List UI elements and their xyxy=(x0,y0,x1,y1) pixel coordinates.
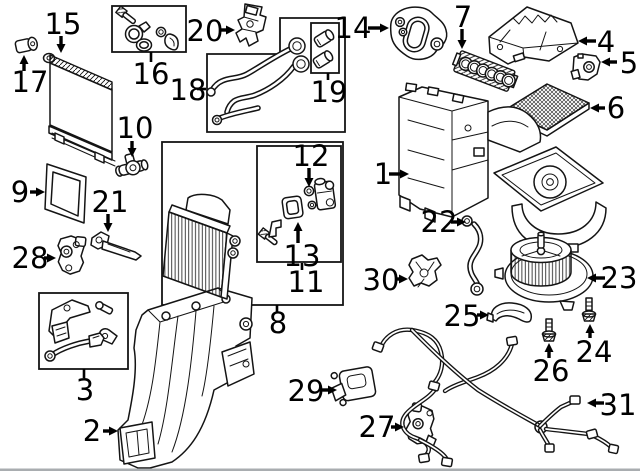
part-expansion-valve xyxy=(313,177,337,211)
callout-15[interactable]: 15 xyxy=(45,7,82,41)
callout-28[interactable]: 28 xyxy=(12,241,49,275)
box-19-fittings-frame xyxy=(310,22,340,74)
callout-7[interactable]: 7 xyxy=(454,0,472,34)
part-23-blower-motor xyxy=(494,231,594,311)
callout-20[interactable]: 20 xyxy=(187,14,224,48)
part-13-seal-plate xyxy=(281,195,304,220)
part-5-sensor-bracket xyxy=(570,53,601,81)
part-8-evaporator-core xyxy=(162,193,241,300)
callout-11[interactable]: 11 xyxy=(288,265,325,299)
part-3-lever-kit xyxy=(44,299,118,362)
part-2-distribution-housing xyxy=(117,287,255,469)
part-30-bracket xyxy=(408,254,442,288)
callout-24[interactable]: 24 xyxy=(576,335,613,369)
part-19-valve-fittings xyxy=(312,29,335,69)
part-11-expansion-valve-kit xyxy=(257,177,337,246)
part-14-mounting-plate xyxy=(389,6,448,61)
part-25-cover-scoop xyxy=(486,302,532,323)
callout-25[interactable]: 25 xyxy=(444,299,481,333)
part-15-heater-core xyxy=(42,52,116,167)
callout-4[interactable]: 4 xyxy=(597,25,615,59)
part-20-bracket xyxy=(235,3,267,47)
callout-5[interactable]: 5 xyxy=(620,46,638,80)
callout-9[interactable]: 9 xyxy=(11,175,29,209)
part-1-hvac-housing xyxy=(398,82,607,253)
part-18-refrigerant-pipes xyxy=(206,37,310,126)
callout-16[interactable]: 16 xyxy=(133,57,170,91)
callout-26[interactable]: 26 xyxy=(533,354,570,388)
part-28-mounting-bracket xyxy=(57,235,87,275)
callout-19[interactable]: 19 xyxy=(311,75,348,109)
part-7-seal-grille xyxy=(451,50,519,92)
box-11-valve-kit-frame xyxy=(256,145,342,263)
callout-27[interactable]: 27 xyxy=(359,410,396,444)
part-31-wiring-harness xyxy=(371,327,620,468)
callout-18[interactable]: 18 xyxy=(170,73,207,107)
part-29-actuator-motor xyxy=(330,366,377,407)
callout-31[interactable]: 31 xyxy=(600,388,637,422)
callout-1[interactable]: 1 xyxy=(374,157,392,191)
callout-2[interactable]: 2 xyxy=(83,414,101,448)
bottom-edge-bar xyxy=(0,468,640,471)
callout-14[interactable]: 14 xyxy=(335,11,372,45)
callout-labels: 1 2 3 4 5 6 7 8 9 10 11 12 13 14 15 16 1… xyxy=(11,0,638,448)
part-17-pipe-cap xyxy=(14,36,39,54)
callout-22[interactable]: 22 xyxy=(421,205,458,239)
callout-23[interactable]: 23 xyxy=(601,261,638,295)
part-22-drain-grommet xyxy=(461,215,484,296)
part-21-shaft-bracket xyxy=(90,231,142,261)
callout-6[interactable]: 6 xyxy=(607,91,625,125)
callout-29[interactable]: 29 xyxy=(288,374,325,408)
callout-8[interactable]: 8 xyxy=(269,306,287,340)
part-9-seal-frame xyxy=(44,163,87,224)
box-16-seal-kit-frame xyxy=(111,5,187,53)
part-16-seal-kit xyxy=(115,5,179,52)
callout-3[interactable]: 3 xyxy=(76,373,94,407)
part-4-housing-cover xyxy=(488,6,579,65)
part-10-valve xyxy=(115,153,149,177)
part-12-o-ring xyxy=(303,185,315,197)
callout-17[interactable]: 17 xyxy=(12,65,49,99)
callout-13[interactable]: 13 xyxy=(284,239,321,273)
part-24-screw xyxy=(581,297,597,322)
callout-12[interactable]: 12 xyxy=(293,139,330,173)
callout-10[interactable]: 10 xyxy=(117,111,154,145)
callout-21[interactable]: 21 xyxy=(92,185,129,219)
callout-30[interactable]: 30 xyxy=(363,263,400,297)
part-26-screw xyxy=(541,318,557,342)
callout-arrows xyxy=(19,23,617,436)
box-8-evaporator-frame xyxy=(161,141,344,306)
